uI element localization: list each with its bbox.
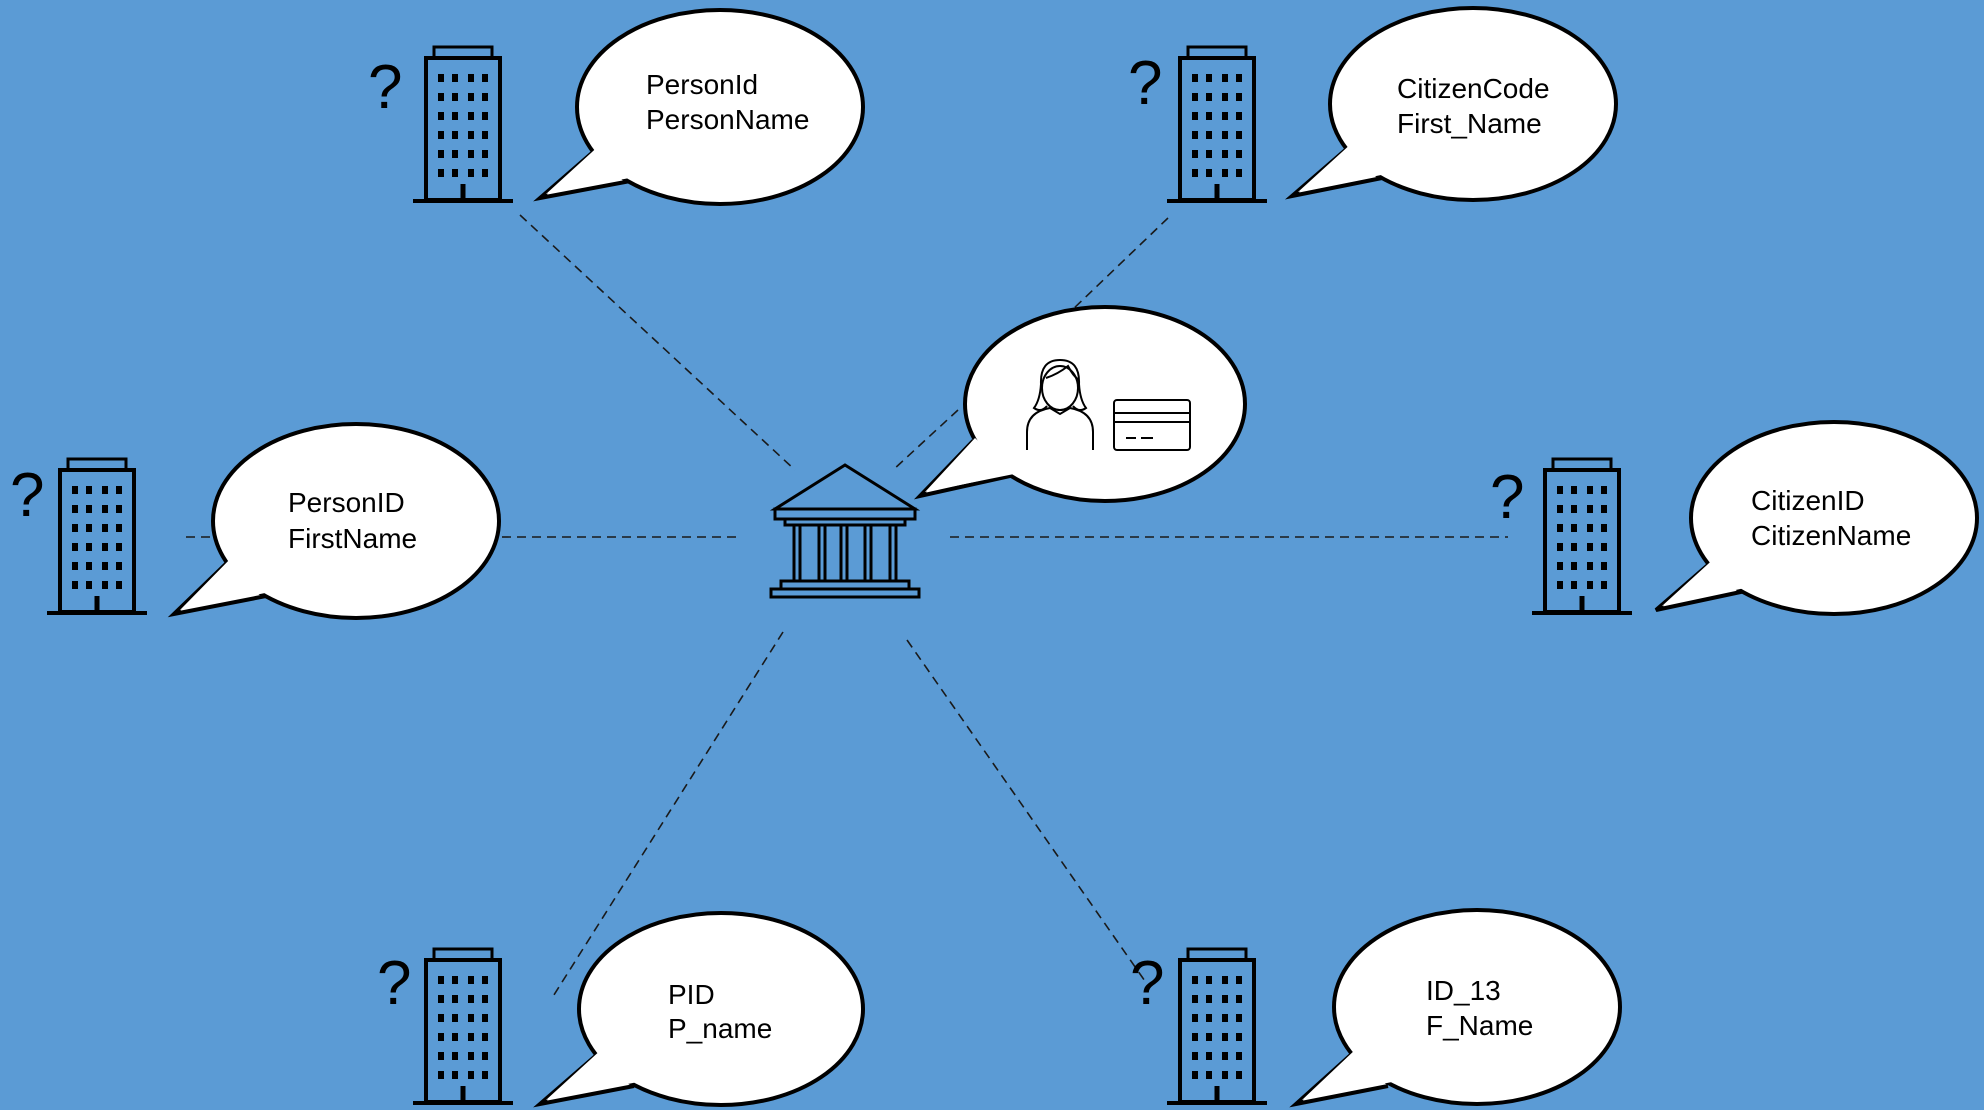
speech-bubble: CitizenCode First_Name bbox=[1284, 6, 1618, 202]
speech-bubble: PersonID FirstName bbox=[167, 422, 501, 620]
node-top-left: ? PersonId PersonName bbox=[368, 8, 865, 206]
connector-hub-bubble bbox=[892, 409, 959, 471]
office-building-icon bbox=[413, 949, 513, 1103]
office-building-icon bbox=[1532, 459, 1632, 613]
office-building-icon bbox=[47, 459, 147, 613]
hub-speech-bubble bbox=[913, 305, 1247, 503]
field-id: CitizenCode bbox=[1397, 73, 1550, 104]
speech-bubble: ID_13 F_Name bbox=[1289, 908, 1622, 1108]
question-mark: ? bbox=[10, 461, 44, 530]
speech-bubble: CitizenID CitizenName bbox=[1654, 420, 1979, 616]
field-id: CitizenID bbox=[1751, 485, 1865, 516]
id-card-icon bbox=[1113, 399, 1191, 451]
question-mark: ? bbox=[368, 53, 402, 122]
bank-icon bbox=[769, 463, 921, 599]
office-building-icon bbox=[1167, 47, 1267, 201]
field-name: PersonName bbox=[646, 104, 809, 135]
field-name: P_name bbox=[668, 1013, 772, 1044]
field-name: F_Name bbox=[1426, 1010, 1533, 1041]
field-name: CitizenName bbox=[1751, 520, 1911, 551]
office-building-icon bbox=[1167, 949, 1267, 1103]
node-top-right: ? CitizenCode First_Name bbox=[1128, 6, 1618, 202]
office-building-icon bbox=[413, 47, 513, 201]
question-mark: ? bbox=[1128, 49, 1162, 118]
question-mark: ? bbox=[1490, 463, 1524, 532]
node-bottom-left: ? PID P_name bbox=[377, 911, 865, 1108]
question-mark: ? bbox=[377, 949, 411, 1018]
question-mark: ? bbox=[1130, 949, 1164, 1018]
connector-bottom-left bbox=[551, 631, 784, 999]
field-id: PersonID bbox=[288, 487, 405, 518]
person-icon bbox=[1026, 358, 1094, 450]
field-id: PID bbox=[668, 979, 715, 1010]
connector-lines bbox=[186, 214, 1508, 999]
field-name: First_Name bbox=[1397, 108, 1542, 139]
node-bottom-right: ? ID_13 F_Name bbox=[1130, 908, 1622, 1108]
connector-top-left bbox=[519, 214, 796, 471]
speech-bubble: PID P_name bbox=[533, 911, 865, 1108]
node-middle-right: ? CitizenID CitizenName bbox=[1490, 420, 1979, 616]
node-middle-left: ? PersonID FirstName bbox=[10, 422, 501, 620]
speech-bubble: PersonId PersonName bbox=[533, 8, 865, 206]
field-id: ID_13 bbox=[1426, 975, 1501, 1006]
connector-bottom-right bbox=[906, 639, 1148, 985]
field-name: FirstName bbox=[288, 523, 417, 554]
field-id: PersonId bbox=[646, 69, 758, 100]
connector-top-right bbox=[1069, 217, 1169, 313]
